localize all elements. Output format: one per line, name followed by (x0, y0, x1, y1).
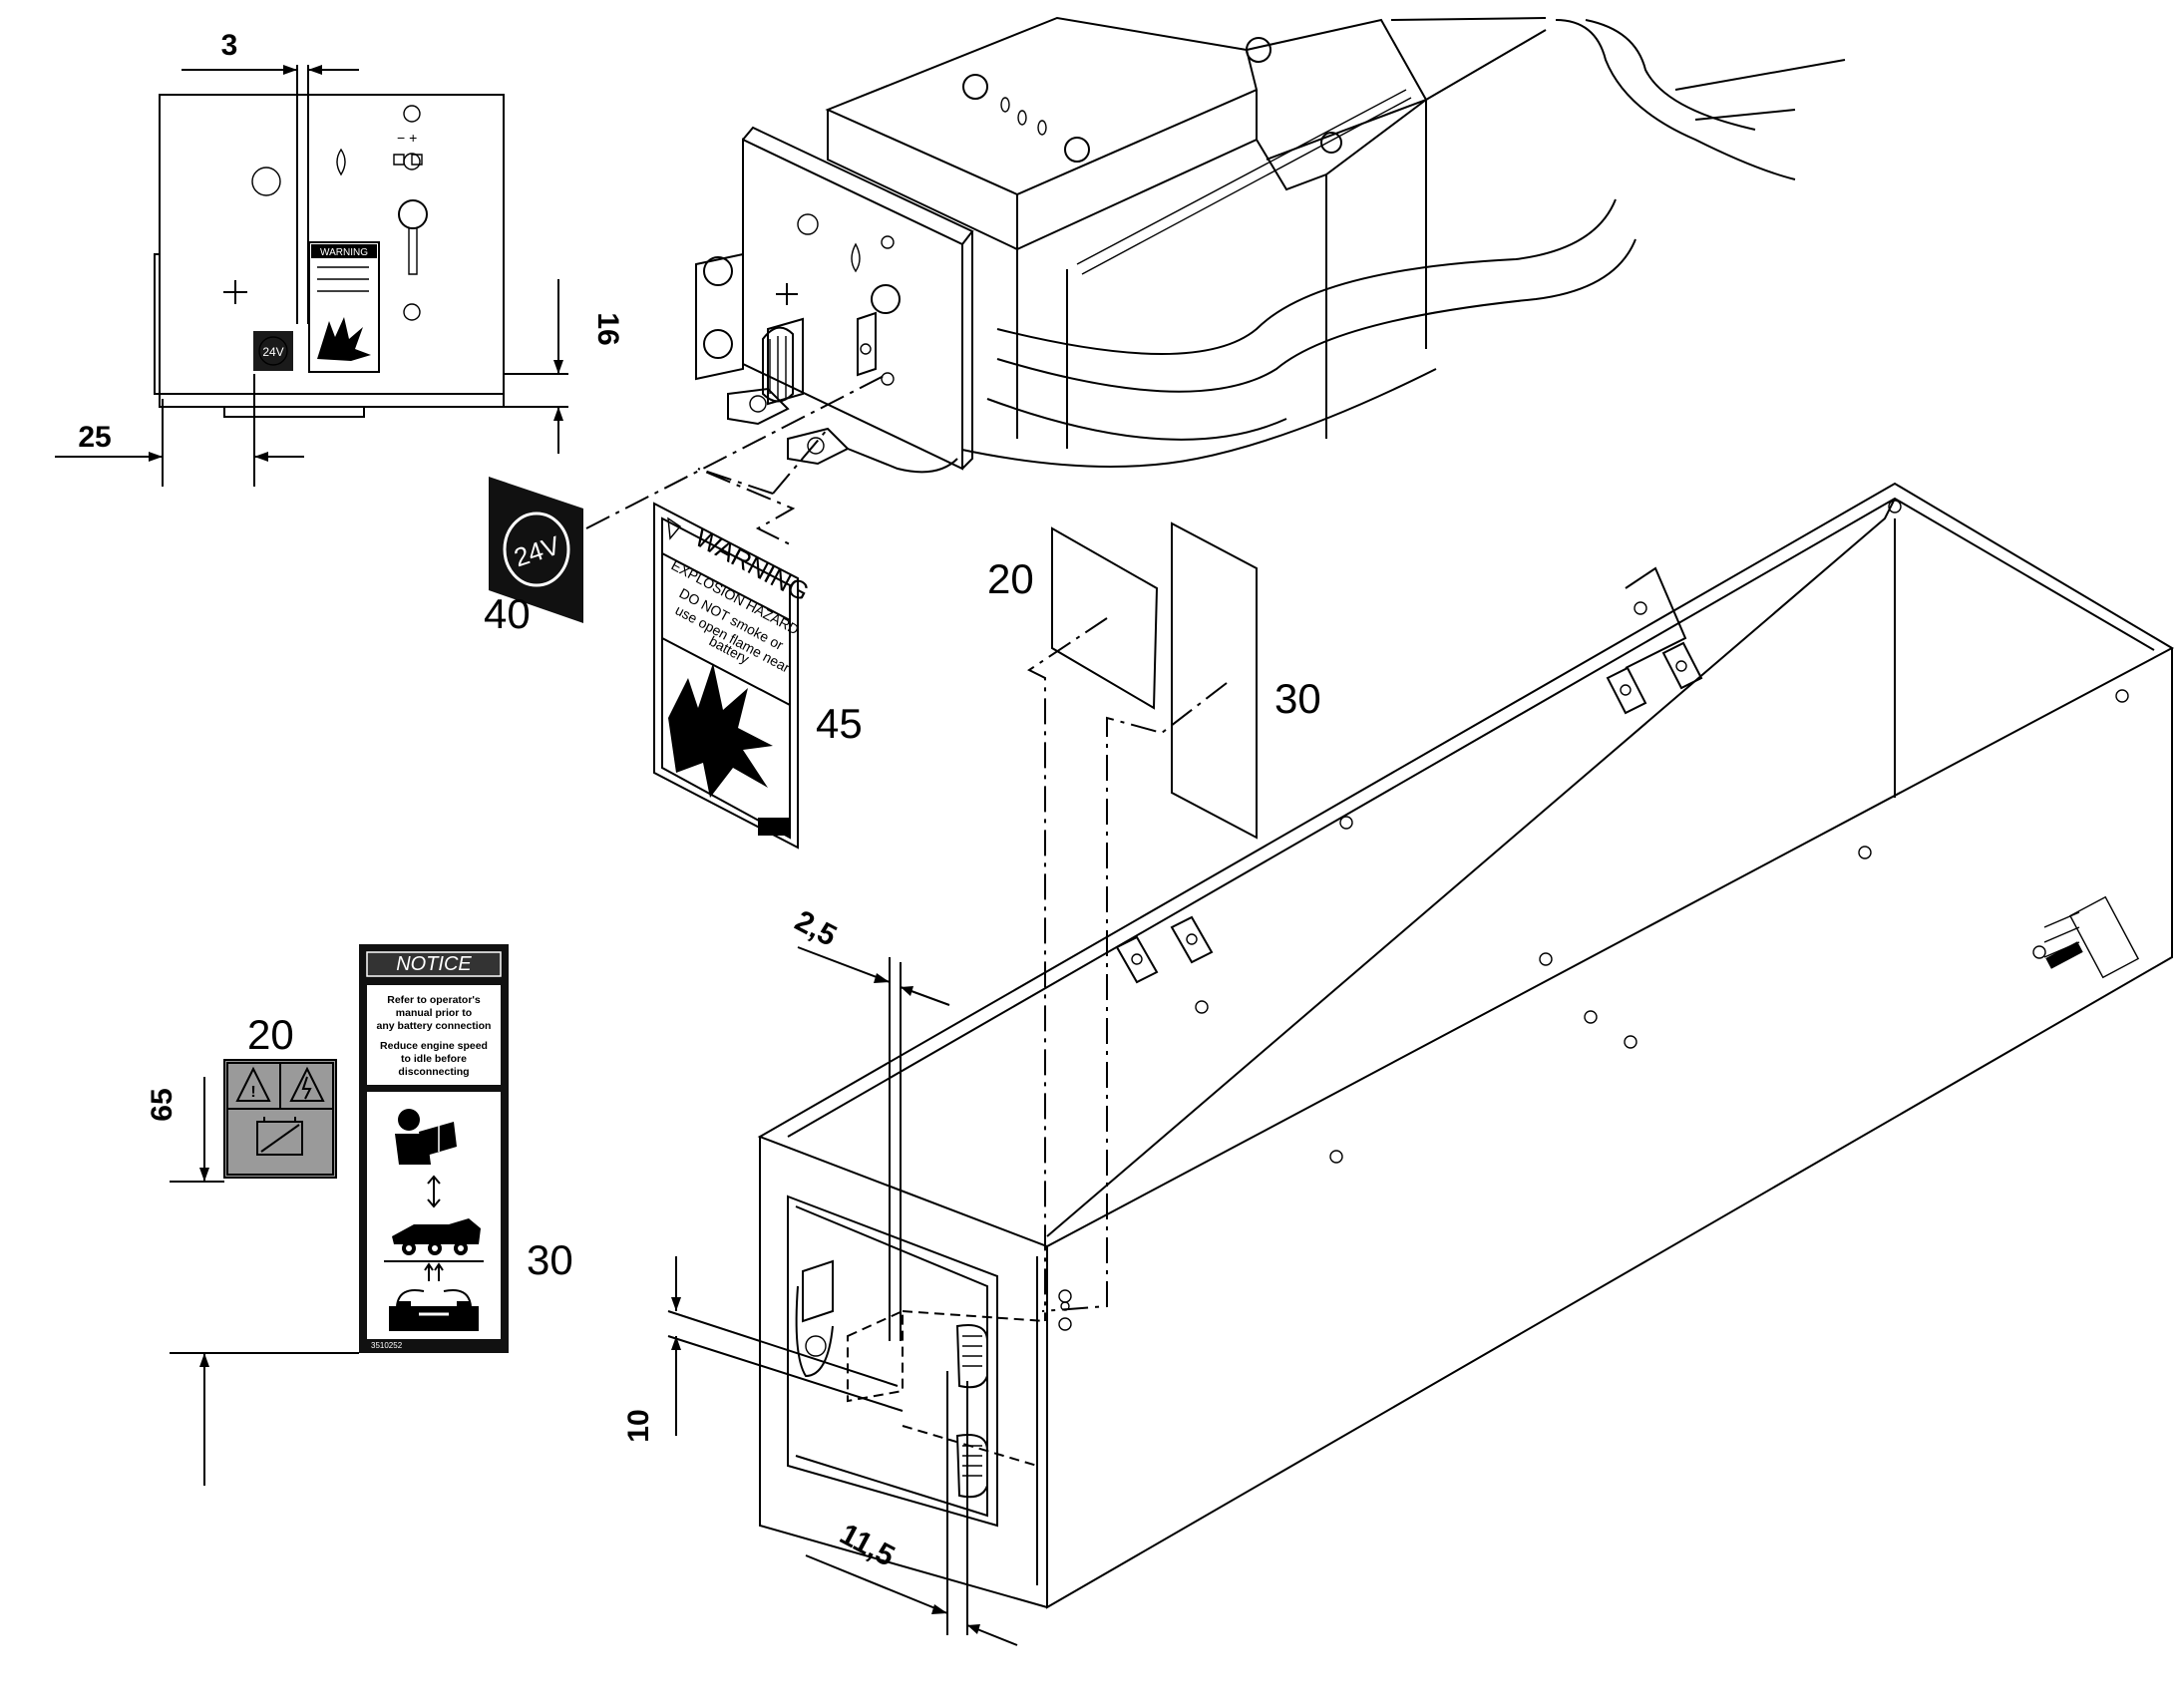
operator-reading-manual-icon (395, 1109, 457, 1165)
dimension-3: 3 (182, 29, 359, 75)
leader-45 (697, 428, 829, 547)
svg-text:− +: − + (397, 130, 417, 146)
mini-warning-decal (308, 241, 380, 373)
dimension-25: 25 (55, 374, 304, 487)
decal-notice-part-30: NOTICE Refer to operator's manual prior … (359, 944, 509, 1353)
vehicle-icon (392, 1218, 481, 1255)
plus-mark (223, 280, 247, 304)
dimension-3-label: 3 (221, 29, 238, 62)
dimension-10: 10 (622, 1256, 904, 1443)
warning-triangle-icon (235, 1066, 271, 1102)
decal-30-top (1171, 521, 1258, 840)
explosion-icon (668, 663, 773, 798)
decal-battery-warning-part-20: ! (223, 1059, 337, 1179)
callout-30-top: 30 (1274, 675, 1321, 722)
electric-triangle-icon (289, 1066, 325, 1102)
decal-warning-part-45: WARNING EXPLOSION HAZARD DO NOT smoke or… (653, 502, 814, 850)
notice-text-6: disconnecting (398, 1066, 469, 1078)
mini-24v-text: 24V (262, 345, 283, 359)
callout-40: 40 (484, 590, 531, 637)
dimension-11-5: 11,5 (805, 1371, 1018, 1646)
battery-disconnect-icon (389, 1262, 479, 1331)
battery-assembly (825, 16, 1846, 468)
terminal-bracket (695, 126, 974, 474)
svg-text:!: ! (250, 1084, 255, 1101)
dimension-65: 65 (146, 1077, 224, 1183)
notice-text-5: to idle before (401, 1053, 467, 1065)
decal-20-top (1051, 526, 1159, 710)
leader-40 (585, 373, 889, 529)
notice-text-4: Reduce engine speed (380, 1040, 488, 1052)
battery-icon (256, 1121, 303, 1156)
battery-box (757, 482, 2175, 1609)
decal-24v-part-40: 24V (489, 477, 583, 623)
dimension-65-label: 65 (146, 1088, 179, 1121)
leader-20-top (1027, 617, 1108, 1321)
dimension-16: 16 (384, 279, 624, 454)
dimension-11-5-label: 11,5 (835, 1518, 901, 1573)
leader-30-top (1041, 682, 1228, 1312)
decal-position-outline-1 (847, 1309, 904, 1403)
callout-20-top: 20 (987, 555, 1034, 602)
callout-45: 45 (816, 700, 863, 747)
mini-warning-title: WARNING (320, 247, 368, 258)
notice-text-1: Refer to operator's (387, 994, 481, 1006)
decal-position-outline-2 (902, 1310, 1046, 1467)
notice-text-2: manual prior to (396, 1007, 472, 1019)
dimension-25-label: 25 (78, 421, 111, 454)
dimension-2-5-label: 2,5 (790, 904, 842, 953)
svg-text:3510252: 3510252 (371, 1341, 403, 1350)
detail-view-panel: − + 24V WARNING (154, 65, 505, 418)
notice-text-3: any battery connection (377, 1020, 492, 1032)
dimension-notice-bottom (170, 1352, 359, 1486)
callout-20-left: 20 (247, 1011, 294, 1058)
dimension-16-label: 16 (591, 312, 624, 345)
dimension-10-label: 10 (622, 1409, 655, 1442)
notice-title: NOTICE (396, 953, 472, 975)
callout-30-left: 30 (527, 1236, 573, 1283)
